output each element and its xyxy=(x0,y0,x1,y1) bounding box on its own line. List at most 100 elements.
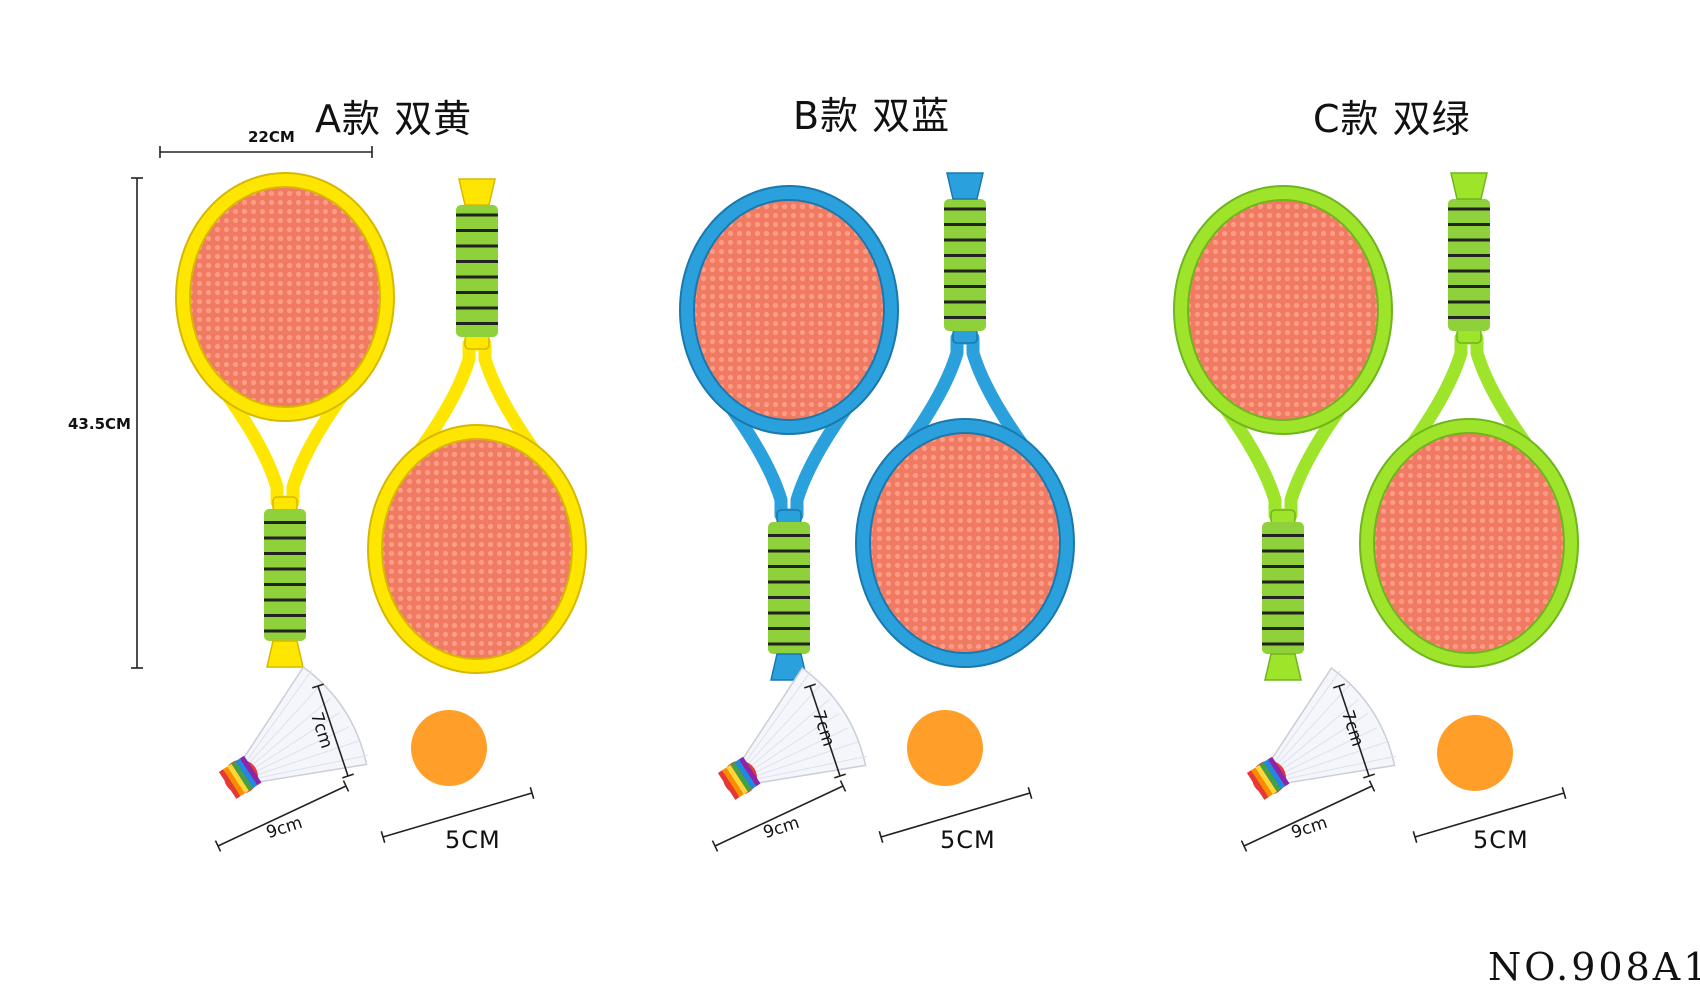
grip-ring xyxy=(768,611,810,615)
shuttle-feather-line xyxy=(252,712,341,770)
shuttlecock-a xyxy=(218,666,368,799)
racket-butt-cap xyxy=(946,172,984,200)
grip-ring xyxy=(264,598,306,602)
racket-butt-cap xyxy=(1450,172,1488,200)
grip-ring xyxy=(1262,627,1304,630)
dimension-tick xyxy=(1240,840,1248,852)
dimension-tick xyxy=(312,683,324,689)
racket-height-guide xyxy=(131,177,143,669)
grip-ring xyxy=(456,306,498,310)
racket-grip xyxy=(264,509,306,641)
shuttle-cork-band xyxy=(1251,767,1273,798)
dimension-line xyxy=(1243,785,1373,847)
variant-a-title: A款 双黄 xyxy=(315,97,473,141)
shuttle-cork-band xyxy=(1259,762,1282,792)
grip-ring xyxy=(456,291,498,294)
shuttle-cork-band xyxy=(722,767,744,798)
dimension-tick xyxy=(839,780,847,792)
racket-collar xyxy=(952,328,978,344)
shuttle-feather-line xyxy=(755,741,858,777)
ball-c-diameter-label: 5CM xyxy=(1473,826,1529,854)
variant-b-title: B款 双蓝 xyxy=(793,94,951,138)
shuttle-cork-band xyxy=(738,756,761,787)
shuttle-cork-band xyxy=(730,762,753,792)
racket-a-2 xyxy=(367,178,587,674)
shuttle-feather-line xyxy=(1280,713,1369,771)
grip-ring xyxy=(768,549,810,553)
shuttle-feather-line xyxy=(1282,727,1378,774)
racket-grip xyxy=(456,205,498,337)
shuttle-cork-band xyxy=(223,766,245,797)
dimension-tick xyxy=(342,773,354,779)
dimension-tick xyxy=(529,787,535,799)
shuttle-b-length-guide xyxy=(711,780,847,852)
racket-butt-cap xyxy=(458,178,496,206)
shuttle-a-length-guide xyxy=(214,780,350,852)
ball-b-diameter-label: 5CM xyxy=(940,826,996,854)
grip-ring xyxy=(1262,611,1304,615)
shuttle-feather-line xyxy=(1286,755,1396,780)
dimension-tick xyxy=(1412,831,1418,843)
grip-ring xyxy=(264,583,306,586)
grip-ring xyxy=(264,552,306,555)
grip-ring xyxy=(1262,549,1304,553)
racket-collar xyxy=(272,496,298,512)
shuttle-feather-line xyxy=(248,683,322,764)
racket-collar xyxy=(1270,509,1296,525)
grip-ring xyxy=(1448,300,1490,304)
grip-ring xyxy=(264,567,306,571)
racket-string-bed xyxy=(1373,432,1565,654)
shuttle-feather-line xyxy=(749,698,831,768)
shuttle-b-height-guide xyxy=(804,683,846,779)
grip-ring xyxy=(264,629,306,633)
shuttle-feather-line xyxy=(1284,741,1387,777)
shuttle-cork-band xyxy=(218,769,241,799)
grip-ring xyxy=(768,627,810,630)
shuttle-feather-line xyxy=(256,740,359,776)
racket-c-2 xyxy=(1359,172,1579,668)
racket-collar xyxy=(464,334,490,350)
racket-width-label: 22CM xyxy=(248,128,295,146)
racket-grip xyxy=(768,522,810,654)
dimension-tick xyxy=(1027,787,1033,799)
dimension-line xyxy=(382,792,533,838)
dimension-tick xyxy=(1368,780,1376,792)
grip-ring xyxy=(768,534,810,537)
dimension-line xyxy=(809,685,841,777)
shuttle-cork-band xyxy=(726,764,748,795)
shuttle-feather-line xyxy=(246,669,313,761)
shuttle-feather-line xyxy=(258,754,368,779)
grip-ring xyxy=(1262,580,1304,584)
grip-ring xyxy=(944,254,986,257)
grip-ring xyxy=(1262,534,1304,537)
shuttle-cork-band xyxy=(1246,770,1269,800)
dimension-tick xyxy=(214,840,222,852)
racket-grip xyxy=(1262,522,1304,654)
dimension-line xyxy=(217,785,347,847)
shuttle-cork-band xyxy=(235,758,258,788)
ball-a-diameter-guide xyxy=(380,787,535,843)
racket-butt-cap xyxy=(1264,653,1302,681)
shuttle-feather-line xyxy=(747,684,821,765)
dimension-tick xyxy=(1363,773,1375,779)
shuttle-c-length-guide xyxy=(1240,780,1376,852)
shuttle-feather-line xyxy=(1276,684,1350,765)
racket-throat-gap xyxy=(749,418,829,485)
dimension-tick xyxy=(380,831,386,843)
grip-ring xyxy=(944,269,986,273)
shuttle-cork-band xyxy=(239,755,262,786)
racket-throat-gap xyxy=(925,368,1005,435)
grip-ring xyxy=(1448,238,1490,242)
grip-ring xyxy=(1448,207,1490,211)
grip-ring xyxy=(456,322,498,325)
shuttle-cork-band xyxy=(1255,764,1277,795)
model-number: NO.908A1 xyxy=(1488,945,1700,989)
grip-ring xyxy=(1448,285,1490,288)
dimension-tick xyxy=(1561,787,1567,799)
ball-a xyxy=(411,710,487,786)
racket-string-bed xyxy=(381,438,573,660)
grip-ring xyxy=(768,596,810,599)
grip-ring xyxy=(768,565,810,568)
racket-throat-gap xyxy=(245,405,325,472)
